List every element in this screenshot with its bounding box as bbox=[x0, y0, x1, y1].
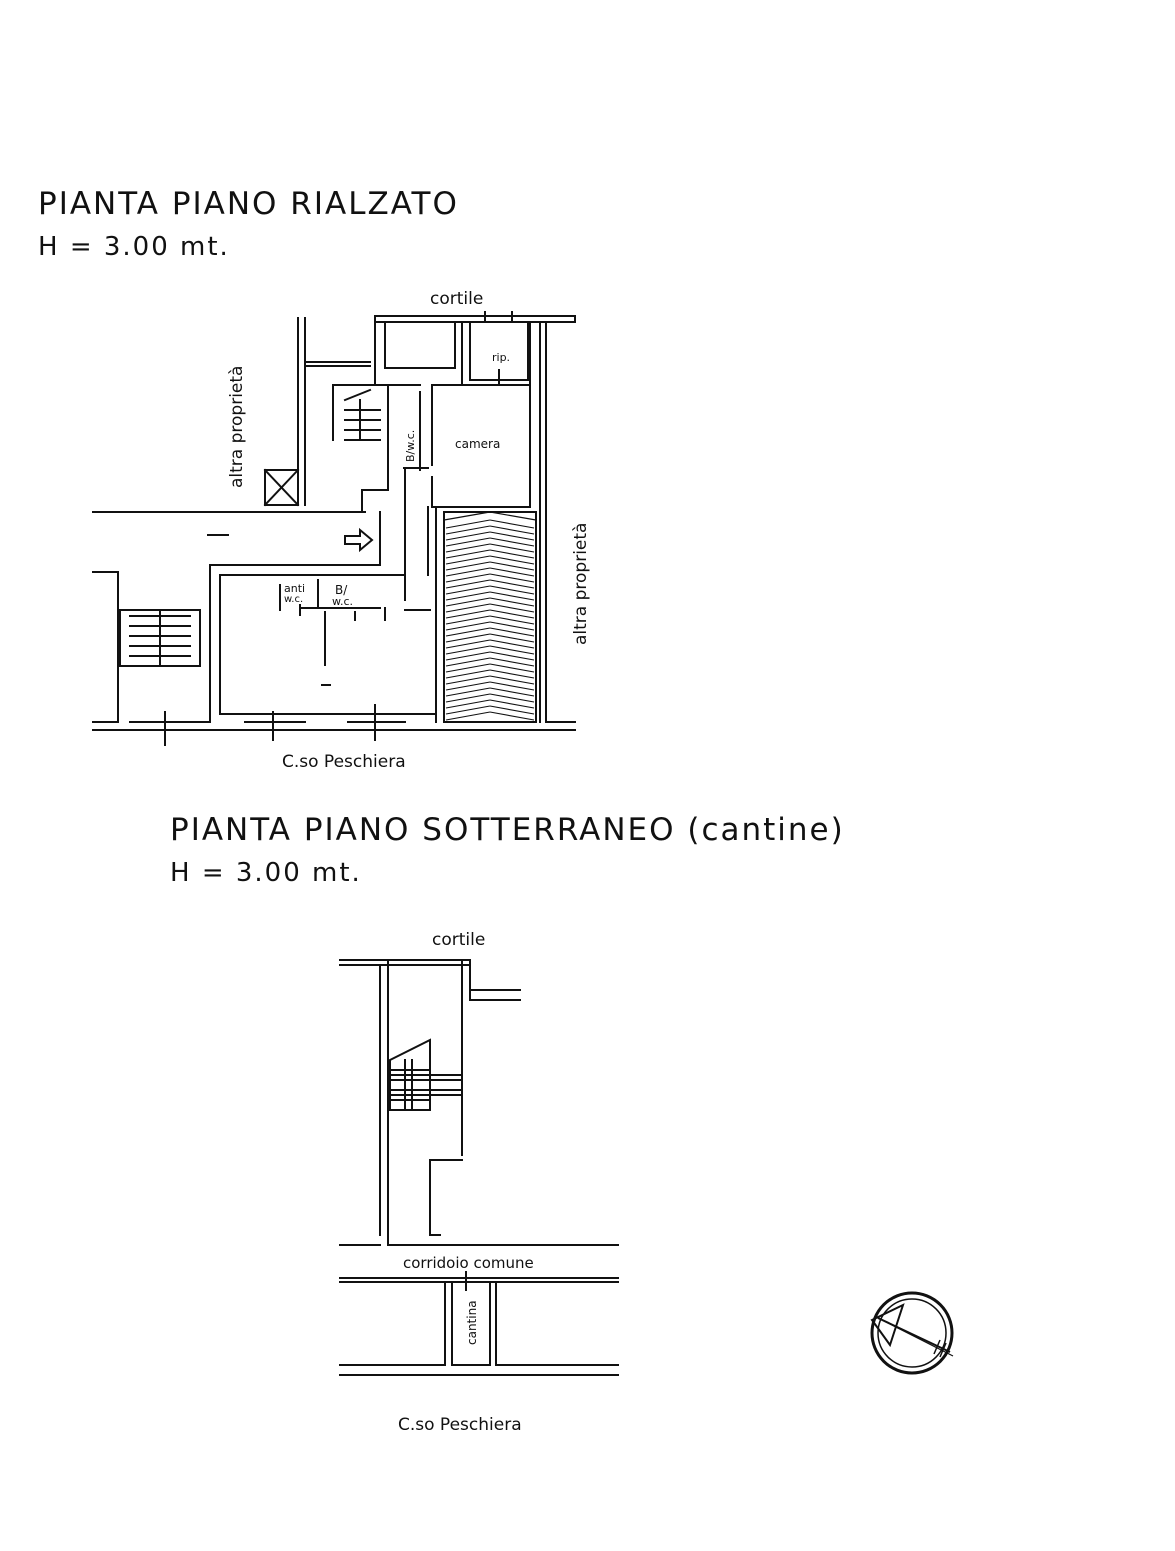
hatch-line bbox=[489, 639, 535, 649]
hatch-line bbox=[489, 615, 535, 625]
hatch-line bbox=[445, 543, 491, 553]
hatch-line bbox=[489, 579, 535, 589]
lower-plan-title: PIANTA PIANO SOTTERRANEO (cantine) bbox=[170, 812, 845, 848]
hatch-line bbox=[445, 657, 491, 667]
hatch-line bbox=[489, 585, 535, 595]
hatch-line bbox=[445, 561, 491, 571]
hatch-line bbox=[489, 573, 535, 583]
hatch-line bbox=[445, 651, 491, 661]
hatch-line bbox=[445, 699, 491, 709]
room-label-anti-wc-line1: anti bbox=[284, 582, 305, 595]
hatch-line bbox=[445, 645, 491, 655]
upper-plan-height: H = 3.00 mt. bbox=[38, 232, 230, 262]
hatch-line bbox=[445, 585, 491, 595]
hatch-line bbox=[445, 603, 491, 613]
hatch-line bbox=[489, 669, 535, 679]
lower-floor-plan bbox=[339, 959, 619, 1376]
hatch-line bbox=[445, 639, 491, 649]
hatch-line bbox=[445, 579, 491, 589]
hatch-line bbox=[489, 567, 535, 577]
hatch-line bbox=[489, 543, 535, 553]
upper-left-neighbor-label: altra proprietà bbox=[227, 366, 247, 488]
hatch-line bbox=[489, 555, 535, 565]
hatch-line bbox=[489, 597, 535, 607]
hatch-line bbox=[445, 537, 491, 547]
hatch-line bbox=[445, 555, 491, 565]
hatch-line bbox=[445, 591, 491, 601]
hatch-line bbox=[445, 519, 491, 529]
hatch-line bbox=[489, 561, 535, 571]
hatch-line bbox=[489, 687, 535, 697]
upper-plan-title: PIANTA PIANO RIALZATO bbox=[38, 186, 459, 222]
hatch-line bbox=[489, 603, 535, 613]
hatch-line bbox=[489, 525, 535, 535]
room-label-bwc-line2: w.c. bbox=[332, 595, 353, 608]
north-arrow-icon bbox=[870, 1291, 954, 1375]
hatch-line bbox=[489, 537, 535, 547]
hatch-line bbox=[489, 609, 535, 619]
cellar-label: cantina bbox=[465, 1300, 479, 1345]
hatch-line bbox=[445, 609, 491, 619]
hatch-line bbox=[445, 615, 491, 625]
hatch-line bbox=[445, 531, 491, 541]
room-label-anti-wc-line2: w.c. bbox=[284, 594, 303, 605]
upper-south-label: C.so Peschiera bbox=[282, 752, 406, 772]
hatch-line bbox=[489, 675, 535, 685]
hatch-line bbox=[445, 687, 491, 697]
hatch-line bbox=[445, 567, 491, 577]
upper-floor-plan bbox=[92, 311, 576, 746]
room-label-bwc-line1: B/ bbox=[335, 583, 348, 597]
hatch-line bbox=[489, 699, 535, 709]
hatch-line bbox=[489, 627, 535, 637]
hatch-line bbox=[445, 525, 491, 535]
hatch-line bbox=[445, 549, 491, 559]
hatch-line bbox=[445, 621, 491, 631]
hatch-line bbox=[445, 711, 491, 721]
hatch-line bbox=[489, 663, 535, 673]
room-label-bwc-vertical: B/w.c. bbox=[404, 430, 417, 462]
hatch-line bbox=[489, 651, 535, 661]
room-label-camera: camera bbox=[455, 437, 500, 451]
lower-south-label: C.so Peschiera bbox=[398, 1415, 522, 1435]
hatch-line bbox=[489, 633, 535, 643]
hatch-line bbox=[489, 621, 535, 631]
hatch-line bbox=[489, 711, 535, 721]
hatch-line bbox=[489, 705, 535, 715]
hatch-line bbox=[489, 681, 535, 691]
hatch-line bbox=[489, 657, 535, 667]
hatch-line bbox=[489, 591, 535, 601]
hatch-line bbox=[445, 669, 491, 679]
hatch-line bbox=[489, 549, 535, 559]
upper-right-neighbor-label: altra proprietà bbox=[571, 523, 591, 645]
upper-north-label: cortile bbox=[430, 289, 483, 309]
corridor-label: corridoio comune bbox=[403, 1254, 534, 1272]
hatch-line bbox=[445, 705, 491, 715]
hatch-line bbox=[445, 693, 491, 703]
lower-plan-height: H = 3.00 mt. bbox=[170, 858, 362, 888]
ramp-hatching bbox=[445, 519, 535, 721]
hatch-line bbox=[445, 663, 491, 673]
hatch-line bbox=[489, 693, 535, 703]
hatch-line bbox=[445, 675, 491, 685]
hatch-line bbox=[445, 681, 491, 691]
hatch-line bbox=[445, 573, 491, 583]
hatch-line bbox=[489, 531, 535, 541]
hatch-line bbox=[489, 645, 535, 655]
hatch-line bbox=[445, 627, 491, 637]
hatch-line bbox=[489, 519, 535, 529]
hatch-line bbox=[445, 633, 491, 643]
hatch-line bbox=[445, 597, 491, 607]
lower-north-label: cortile bbox=[432, 930, 485, 950]
room-label-rip: rip. bbox=[492, 351, 510, 364]
